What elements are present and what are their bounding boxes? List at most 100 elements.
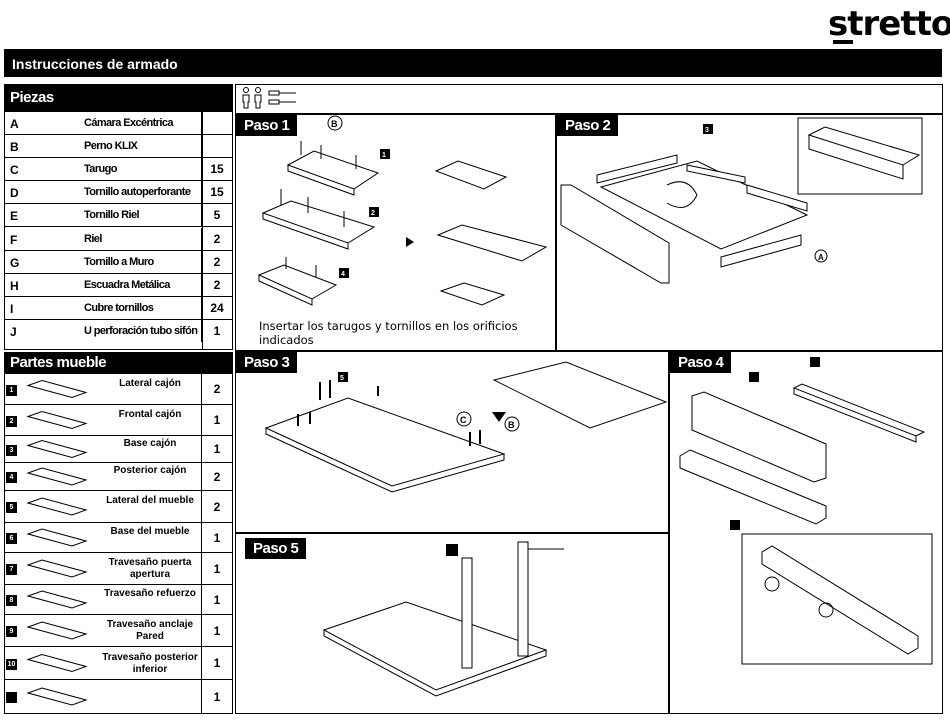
paso2-tag-3: 3 <box>705 127 709 134</box>
piece-qty: 15 <box>201 181 232 203</box>
paso5-panel <box>235 533 669 714</box>
piece-letter: I <box>10 302 14 316</box>
piece-qty <box>201 112 232 134</box>
piece-qty: 2 <box>201 251 232 273</box>
paso3-panel <box>235 351 669 533</box>
piece-row: I Cubre tornillos 24 <box>4 297 232 320</box>
part-sketch <box>26 379 88 399</box>
part-sketch <box>26 410 88 430</box>
logo-underline <box>833 40 853 44</box>
part-name: Travesaño posterior inferior <box>102 651 198 675</box>
part-qty: 1 <box>201 405 232 435</box>
part-number-badge: 1 <box>6 384 17 396</box>
part-sketch <box>26 590 88 609</box>
screwdriver-icon <box>268 90 296 105</box>
pieces-qty-divider <box>202 112 203 350</box>
paso4-diagram <box>679 357 933 665</box>
part-row: 2 Frontal cajón 1 <box>4 405 232 436</box>
paso3-callout-c: C <box>460 415 467 425</box>
part-number-badge: 2 <box>6 415 17 427</box>
paso4-label: Paso 4 <box>670 352 732 373</box>
paso1-tag-4: 4 <box>341 271 345 278</box>
paso4-panel <box>669 351 943 714</box>
paso2-callout-a: A <box>818 253 824 262</box>
piece-letter: G <box>10 256 20 270</box>
piece-qty: 15 <box>201 158 232 180</box>
part-qty: 1 <box>201 553 232 584</box>
part-name: Lateral cajón <box>119 377 181 389</box>
part-qty: 1 <box>201 615 232 646</box>
piece-letter: E <box>10 209 19 223</box>
paso1-label: Paso 1 <box>236 115 298 136</box>
part-sketch <box>26 497 88 516</box>
part-row: 1 Lateral cajón 2 <box>4 374 232 405</box>
part-name: Travesaño puerta apertura <box>108 557 192 580</box>
part-row: 7 Travesaño puerta apertura 1 <box>4 553 232 585</box>
part-number-badge: 5 <box>6 502 17 513</box>
piece-name: Tornillo a Muro <box>84 256 154 268</box>
piece-letter: J <box>10 325 17 339</box>
part-qty: 2 <box>201 374 232 404</box>
piece-qty: 24 <box>201 297 232 319</box>
paso5-diagram <box>322 541 564 697</box>
paso1-callout-b: B <box>331 119 338 129</box>
piece-letter: H <box>10 279 19 293</box>
part-name: Travesaño refuerzo <box>104 588 196 599</box>
piece-letter: F <box>10 233 18 247</box>
part-number-badge: 7 <box>6 564 17 575</box>
part-qty: 1 <box>201 680 232 714</box>
part-name: Frontal cajón <box>118 408 182 420</box>
part-sketch <box>26 621 88 640</box>
part-qty: 1 <box>201 436 232 462</box>
paso2-diagram: 3 A <box>560 117 923 284</box>
paso1-diagram: B 1 2 4 <box>257 115 548 306</box>
piece-name: Tornillo Riel <box>84 209 140 221</box>
two-people-icon <box>242 87 262 109</box>
piece-letter: D <box>10 186 19 200</box>
paso3-callout-b: B <box>508 420 515 430</box>
part-number-badge: 6 <box>6 533 17 544</box>
piece-letter: C <box>10 163 19 177</box>
paso3-diagram: 5 C B <box>264 361 668 493</box>
page-title: Instrucciones de armado <box>4 49 942 77</box>
piece-row: D Tornillo autoperforante 15 <box>4 181 232 204</box>
paso1-panel <box>235 114 556 351</box>
part-number-badge <box>6 692 17 703</box>
part-row: 9 Travesaño anclaje Pared 1 <box>4 615 232 647</box>
part-name: Base del mueble <box>110 526 190 537</box>
part-sketch <box>26 439 88 459</box>
part-qty: 2 <box>201 491 232 522</box>
piece-name: U perforación tubo sifón <box>84 325 198 337</box>
part-number-badge: 3 <box>6 444 17 456</box>
piece-letter: B <box>10 140 19 154</box>
paso3-tag-5: 5 <box>340 375 344 382</box>
part-sketch <box>26 467 88 486</box>
part-number-badge: 8 <box>6 595 17 606</box>
pieces-heading: Piezas <box>4 84 232 112</box>
piece-name: Cubre tornillos <box>84 302 154 314</box>
part-number-badge: 9 <box>6 626 17 637</box>
brand-logo: stretto <box>828 4 950 44</box>
part-name: Lateral del mueble <box>106 495 194 506</box>
part-row: 1 <box>4 680 232 714</box>
part-name: Posterior cajón <box>113 465 187 476</box>
piece-name: Tornillo autoperforante <box>84 186 191 198</box>
part-name: Travesaño anclaje Pared <box>106 619 194 642</box>
paso1-tag-1: 1 <box>382 152 386 159</box>
piece-qty: 2 <box>201 228 232 250</box>
part-sketch <box>26 653 88 673</box>
piece-name: Escuadra Metálica <box>84 279 170 291</box>
paso1-tag-2: 2 <box>371 210 375 217</box>
paso2-label: Paso 2 <box>557 115 619 136</box>
paso5-label: Paso 5 <box>245 538 307 559</box>
parts-heading: Partes mueble <box>4 352 232 374</box>
